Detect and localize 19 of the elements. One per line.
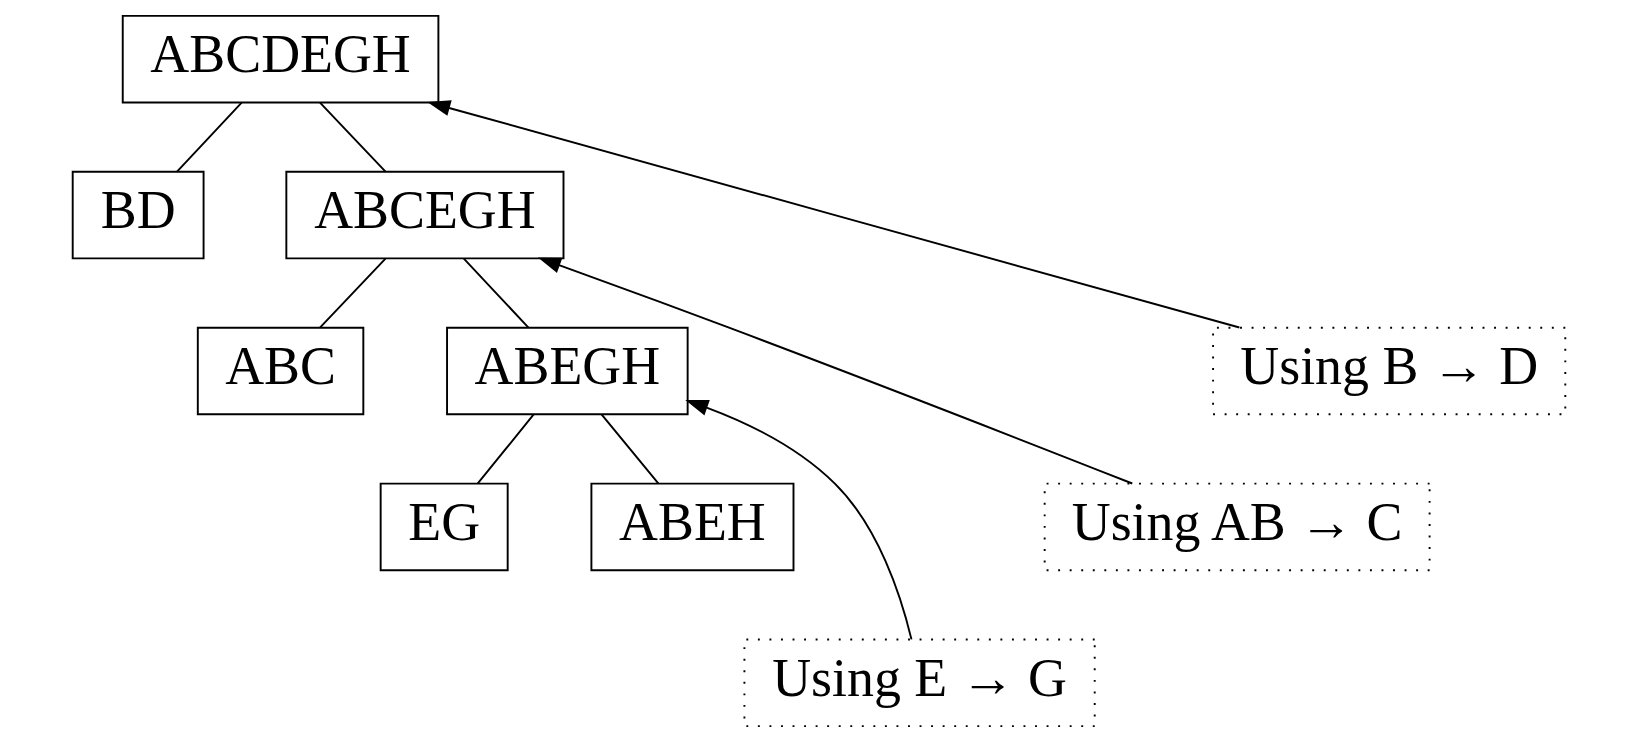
connector [600, 413, 659, 485]
node-box: ABC [196, 326, 364, 416]
arrow [537, 257, 1133, 485]
node-box: ABCEGH [284, 170, 564, 260]
connector [476, 413, 535, 485]
node-box: Using E → G [742, 638, 1096, 728]
node-box: ABCDEGH [121, 14, 439, 104]
node-box: Using B → D [1211, 326, 1566, 416]
node-box: BD [71, 170, 205, 260]
node-box: EG [379, 482, 509, 572]
connector [318, 257, 386, 329]
connector [318, 101, 386, 173]
arrow [426, 100, 1240, 329]
node-box: ABEH [589, 482, 794, 572]
node-box: Using AB → C [1043, 482, 1431, 572]
connector [175, 101, 243, 173]
arrow [684, 400, 912, 641]
node-box: ABEGH [445, 326, 689, 416]
connector [462, 257, 529, 329]
